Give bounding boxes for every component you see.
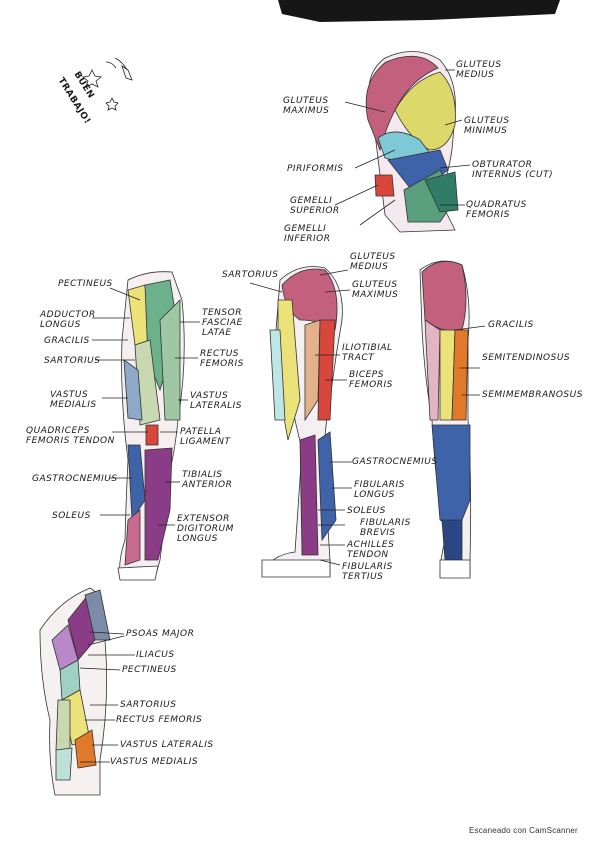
label-tibialis-anterior: TIBIALIS ANTERIOR: [182, 470, 233, 490]
label-biceps-femoris: BICEPS FEMORIS: [349, 370, 393, 390]
label-fibularis-brevis: FIBULARIS BREVIS: [360, 518, 411, 538]
hip-posterior-illustration: [365, 51, 459, 233]
posterior-leg-leader-lines: [454, 325, 486, 396]
label-fibularis-longus: FIBULARIS LONGUS: [354, 480, 405, 500]
label-gemelli-inferior: GEMELLI INFERIOR: [284, 224, 331, 244]
label-gluteus-minimus-hip: GLUTEUS MINIMUS: [464, 116, 510, 136]
label-achilles-tendon: ACHILLES TENDON: [347, 540, 395, 560]
label-quadratus-femoris: QUADRATUS FEMORIS: [466, 200, 527, 220]
thigh-leader-lines: [79, 631, 135, 763]
label-vastus-lateralis-thigh: VASTUS LATERALIS: [120, 740, 214, 750]
label-adductor-longus: ADDUCTOR LONGUS: [40, 310, 96, 330]
label-pectineus-ant: PECTINEUS: [58, 279, 113, 289]
label-iliacus: ILIACUS: [136, 650, 175, 660]
thigh-anterior-illustration: [39, 587, 111, 796]
label-extensor-digitorum-longus: EXTENSOR DIGITORUM LONGUS: [177, 514, 234, 544]
label-vastus-medialis-ant: VASTUS MEDIALIS: [50, 390, 97, 410]
label-gracilis-post: GRACILIS: [488, 320, 534, 330]
label-iliotibial-tract: ILIOTIBIAL TRACT: [342, 343, 393, 363]
label-vastus-medialis-thigh: VASTUS MEDIALIS: [110, 757, 199, 767]
label-gluteus-maximus-lat: GLUTEUS MAXIMUS: [352, 280, 399, 300]
label-tensor-fasciae-latae: TENSOR FASCIAE LATAE: [202, 308, 243, 338]
label-patella-ligament: PATELLA LIGAMENT: [180, 427, 231, 447]
anterior-leg-leader-lines: [92, 287, 200, 526]
lateral-leg-leader-lines: [249, 269, 352, 566]
buen-trabajo-stamp: BUEN TRABAJO!: [52, 62, 142, 132]
label-sartorius-thigh: SARTORIUS: [120, 700, 177, 710]
label-semimembranosus: SEMIMEMBRANOSUS: [482, 390, 583, 400]
hip-leader-lines: [334, 69, 471, 226]
label-piriformis: PIRIFORMIS: [287, 164, 344, 174]
label-rectus-femoris-thigh: RECTUS FEMORIS: [116, 715, 203, 725]
label-vastus-lateralis-ant: VASTUS LATERALIS: [190, 391, 242, 411]
label-quadriceps-tendon: QUADRICEPS FEMORIS TENDON: [26, 426, 115, 446]
top-scan-edge: [278, 0, 560, 22]
label-gluteus-medius-lat: GLUTEUS MEDIUS: [350, 252, 396, 272]
label-sartorius-ant: SARTORIUS: [44, 356, 101, 366]
label-psoas-major: PSOAS MAJOR: [126, 629, 195, 639]
label-gracilis-ant: GRACILIS: [44, 336, 90, 346]
label-sartorius-lat: SARTORIUS: [222, 270, 279, 280]
label-pectineus-thigh: PECTINEUS: [122, 665, 177, 675]
anterior-leg-illustration: [117, 271, 185, 581]
stamp-stars: [82, 57, 133, 111]
lateral-leg-illustration: [261, 266, 343, 578]
label-soleus-ant: SOLEUS: [52, 511, 91, 521]
label-obturator-internus: OBTURATOR INTERNUS (cut): [472, 160, 554, 180]
scanner-watermark: Escaneado con CamScanner: [469, 826, 578, 835]
label-gemelli-superior: GEMELLI SUPERIOR: [290, 196, 340, 216]
label-soleus-lat: SOLEUS: [347, 506, 386, 516]
label-gastrocnemius-ant: GASTROCNEMIUS: [32, 474, 118, 484]
label-fibularis-tertius: FIBULARIS TERTIUS: [342, 562, 393, 582]
label-gluteus-maximus-hip: GLUTEUS MAXIMUS: [283, 96, 330, 116]
label-gastrocnemius-lat: GASTROCNEMIUS: [352, 457, 438, 467]
label-gluteus-medius-hip: GLUTEUS MEDIUS: [456, 60, 502, 80]
posterior-leg-illustration: [419, 260, 472, 579]
label-rectus-femoris-ant: RECTUS FEMORIS: [200, 349, 244, 369]
label-semitendinosus: SEMITENDINOSUS: [482, 353, 571, 363]
